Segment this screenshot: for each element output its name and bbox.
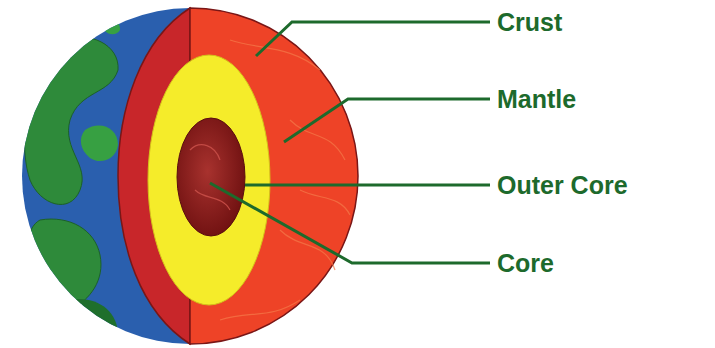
leader-lines (210, 22, 490, 263)
leader-line (210, 183, 490, 263)
leader-line (245, 184, 490, 187)
layer-label: Mantle (497, 84, 576, 114)
layer-label: Core (497, 248, 554, 278)
layer-label: Outer Core (497, 170, 628, 200)
leader-line (284, 99, 490, 142)
globe (0, 0, 400, 348)
layer-label: Crust (497, 7, 562, 37)
leader-line (256, 22, 490, 56)
